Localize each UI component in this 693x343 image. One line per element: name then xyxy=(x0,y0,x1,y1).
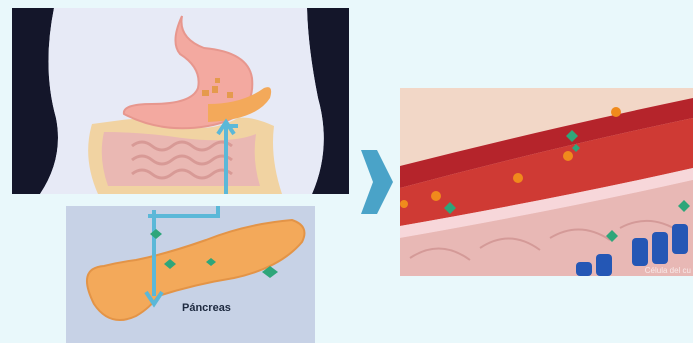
blood-vessel-cell-illustration: Célula del cu xyxy=(400,88,693,276)
pancreas-organ-icon xyxy=(66,206,315,343)
pancreas-label: Páncreas xyxy=(182,302,231,314)
cell-watermark: Célula del cu xyxy=(645,266,691,275)
torso-illustration xyxy=(12,8,349,194)
blood-vessel-icon xyxy=(400,88,693,276)
right-arrow-icon xyxy=(359,142,395,222)
pancreas-illustration: Páncreas xyxy=(66,206,315,343)
torso-digestive-organs-icon xyxy=(12,8,349,194)
